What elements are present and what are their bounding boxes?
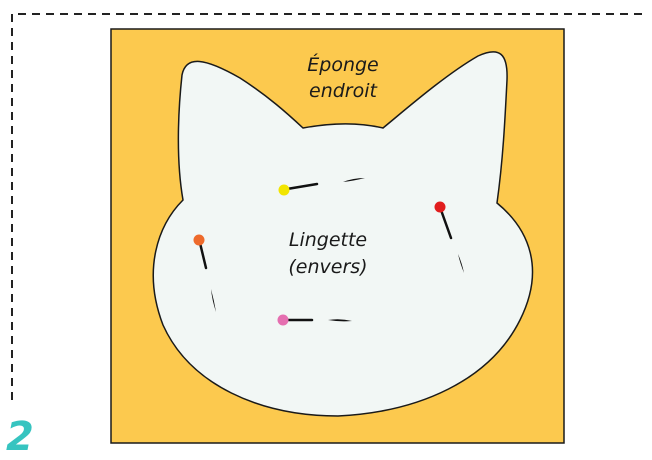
- step-number: 2: [6, 414, 34, 460]
- pin-head: [278, 315, 289, 326]
- sponge-label-line1: Éponge: [307, 53, 378, 76]
- pin-head: [194, 235, 205, 246]
- wipe-label-line2: (envers): [288, 256, 367, 278]
- wipe-label-line1: Lingette: [289, 229, 367, 251]
- sponge-label-line2: endroit: [309, 80, 379, 102]
- pin-head: [435, 202, 446, 213]
- pin-head: [279, 185, 290, 196]
